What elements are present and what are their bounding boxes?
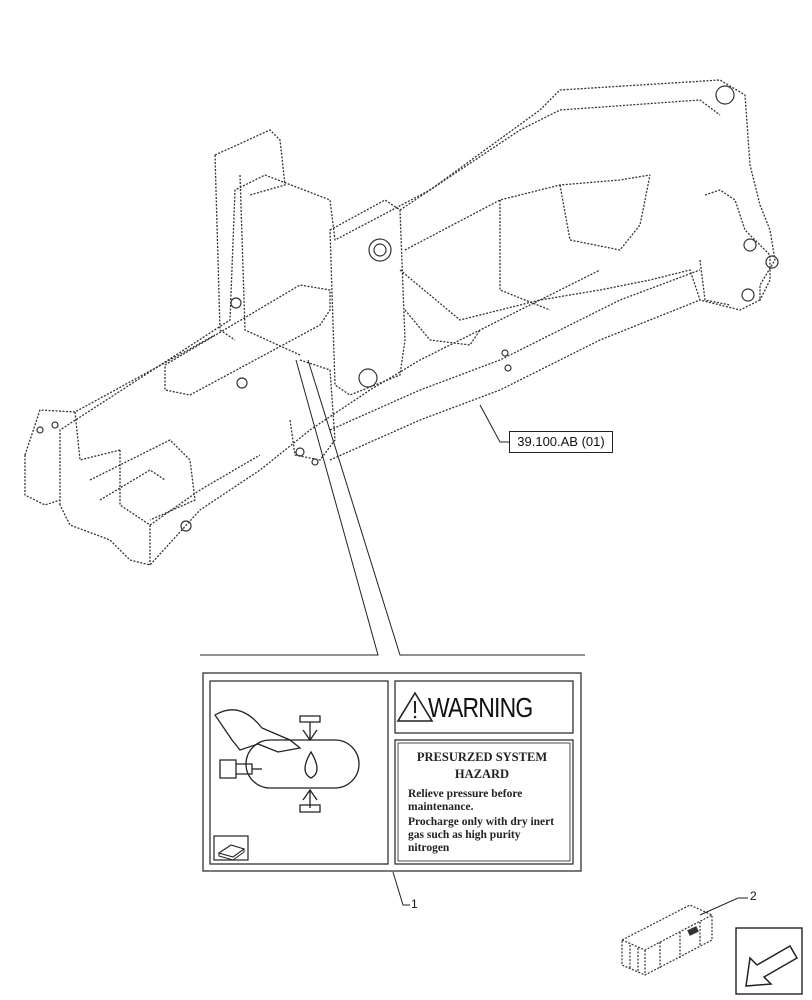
decal-hazard-line1: PRESURZED SYSTEM bbox=[416, 750, 548, 764]
callout-2: 2 bbox=[750, 889, 757, 903]
reference-label[interactable]: 39.100.AB (01) bbox=[509, 431, 613, 453]
decal-hazard-line2: HAZARD bbox=[454, 767, 510, 781]
nav-arrow-icon[interactable] bbox=[735, 927, 803, 995]
decal-package-drawing bbox=[621, 904, 713, 976]
warning-triangle-icon bbox=[396, 691, 434, 722]
decal-body-line: Procharge only with dry inert bbox=[408, 816, 555, 828]
decal-body-line: Relieve pressure before bbox=[408, 788, 523, 800]
callout-1: 1 bbox=[411, 897, 418, 911]
operator-manual-icon bbox=[213, 835, 249, 861]
decal-warning-title: WARNING bbox=[428, 692, 533, 723]
decal-body-line: maintenance. bbox=[408, 801, 474, 813]
decal-body-line: nitrogen bbox=[408, 842, 450, 854]
decal-body-line: gas such as high purity bbox=[408, 829, 521, 841]
